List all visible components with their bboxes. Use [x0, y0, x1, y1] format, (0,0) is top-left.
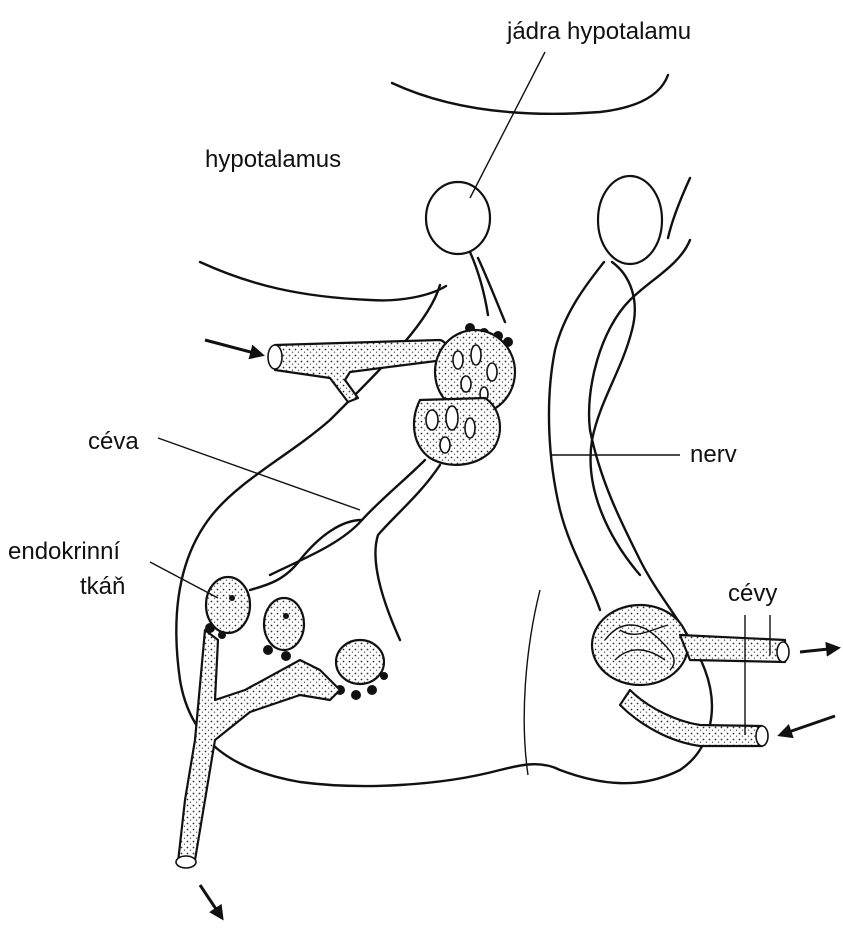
right-vessel-lower: [620, 690, 762, 746]
label-nerv: nerv: [690, 443, 737, 467]
label-cevy: cévy: [728, 582, 777, 606]
incoming-vessel-top: [275, 340, 448, 402]
label-hypotalamus: hypotalamus: [205, 148, 341, 172]
neural-stalk: [549, 262, 604, 610]
label-jadra-hypotalamu: jádra hypotalamu: [507, 20, 691, 44]
hypothalamic-nucleus-neuron: [426, 182, 490, 254]
portal-vessel-sinus: [414, 398, 500, 465]
label-endokrinni: endokrinní: [8, 540, 120, 564]
portal-vein: [270, 460, 425, 575]
arrow-out-right: [800, 648, 838, 652]
endocrine-cell-2: [264, 598, 304, 650]
right-neuron-body: [598, 176, 662, 264]
label-tkan: tkáň: [80, 575, 125, 599]
pituitary-lobe-divider: [524, 590, 540, 775]
hypothalamus-outline-left: [200, 262, 446, 300]
posterior-capillary-plexus: [592, 605, 688, 685]
endocrine-cell-3: [336, 640, 384, 684]
right-vessel-upper: [680, 635, 785, 662]
arrow-out-bottom: [200, 885, 222, 918]
outgoing-vessel-left: [178, 630, 340, 862]
neural-stalk-outer: [591, 262, 640, 575]
leader-ceva: [158, 438, 360, 510]
arrow-in-top: [205, 340, 262, 355]
leader-jadra: [470, 52, 545, 198]
third-ventricle-outline: [668, 178, 690, 238]
label-ceva: céva: [88, 430, 139, 454]
arrow-in-right: [780, 716, 835, 735]
